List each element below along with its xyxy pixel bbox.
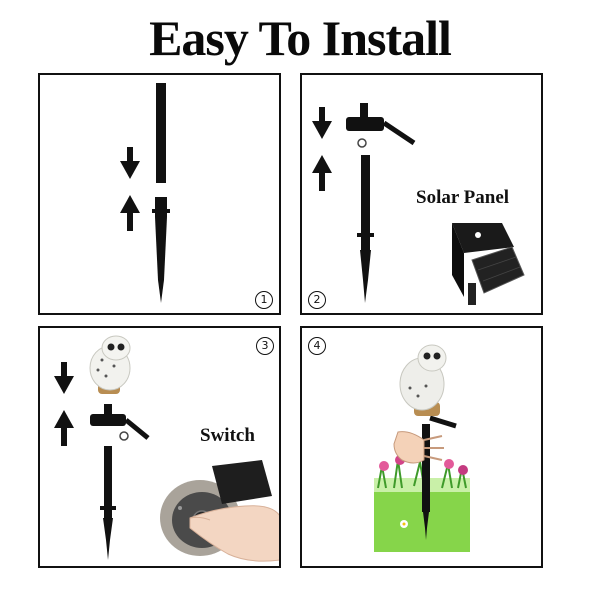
connector-head-icon xyxy=(90,404,150,441)
owl-icon xyxy=(399,344,447,416)
switch-label: Switch xyxy=(200,425,255,446)
owl-attach-illustration xyxy=(54,335,279,562)
step-1-panel: 1 xyxy=(38,73,281,315)
stake-tube xyxy=(104,446,112,518)
arrow-up-icon xyxy=(54,410,74,446)
page-title: Easy To Install xyxy=(149,10,452,66)
arrow-down-icon xyxy=(54,362,74,394)
step-4-panel: 4 xyxy=(300,326,543,568)
step-number-badge: 1 xyxy=(255,291,273,309)
stake-tube xyxy=(361,155,370,250)
installed-owl-illustration xyxy=(374,344,470,552)
arrow-down-icon xyxy=(120,147,140,179)
solar-panel-label: Solar Panel xyxy=(416,187,510,208)
stake-assembly-illustration xyxy=(120,83,170,303)
stake-spike-icon xyxy=(152,197,170,303)
stake-with-head-illustration xyxy=(312,103,525,305)
step-number-badge: 2 xyxy=(308,291,326,309)
arrow-up-icon xyxy=(312,155,332,191)
connector-head-icon xyxy=(346,103,416,148)
owl-icon xyxy=(89,335,131,394)
stake-tube xyxy=(422,424,430,512)
step-3-panel: Switch 3 xyxy=(38,326,281,568)
step-2-panel: Solar Panel 2 xyxy=(300,73,543,315)
step-number-badge: 4 xyxy=(308,337,326,355)
stake-top-tube xyxy=(156,83,166,183)
arrow-down-icon xyxy=(312,107,332,139)
hand-icon xyxy=(189,505,279,562)
hand-icon xyxy=(393,431,444,464)
solar-panel-icon xyxy=(452,223,525,305)
step-number-badge: 3 xyxy=(256,337,274,355)
arrow-up-icon xyxy=(120,195,140,231)
